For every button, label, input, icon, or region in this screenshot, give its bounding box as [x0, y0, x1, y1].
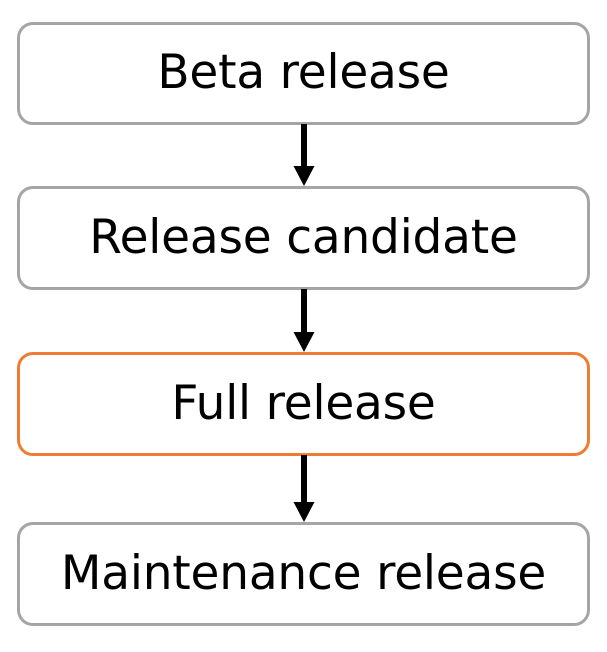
flow-connector-beta-to-rc — [284, 124, 324, 187]
flow-node-beta-release[interactable]: Beta release — [17, 22, 590, 125]
flow-node-full-release[interactable]: Full release — [17, 352, 590, 456]
flow-node-label: Full release — [171, 375, 436, 431]
flow-node-label: Maintenance release — [60, 545, 547, 601]
flow-node-release-candidate[interactable]: Release candidate — [17, 186, 590, 290]
flow-node-maintenance-release[interactable]: Maintenance release — [17, 522, 590, 626]
flow-connector-full-to-maintenance — [284, 455, 324, 523]
flow-connector-rc-to-full — [284, 289, 324, 353]
flow-node-label: Release candidate — [89, 209, 518, 265]
flow-node-label: Beta release — [157, 45, 450, 100]
